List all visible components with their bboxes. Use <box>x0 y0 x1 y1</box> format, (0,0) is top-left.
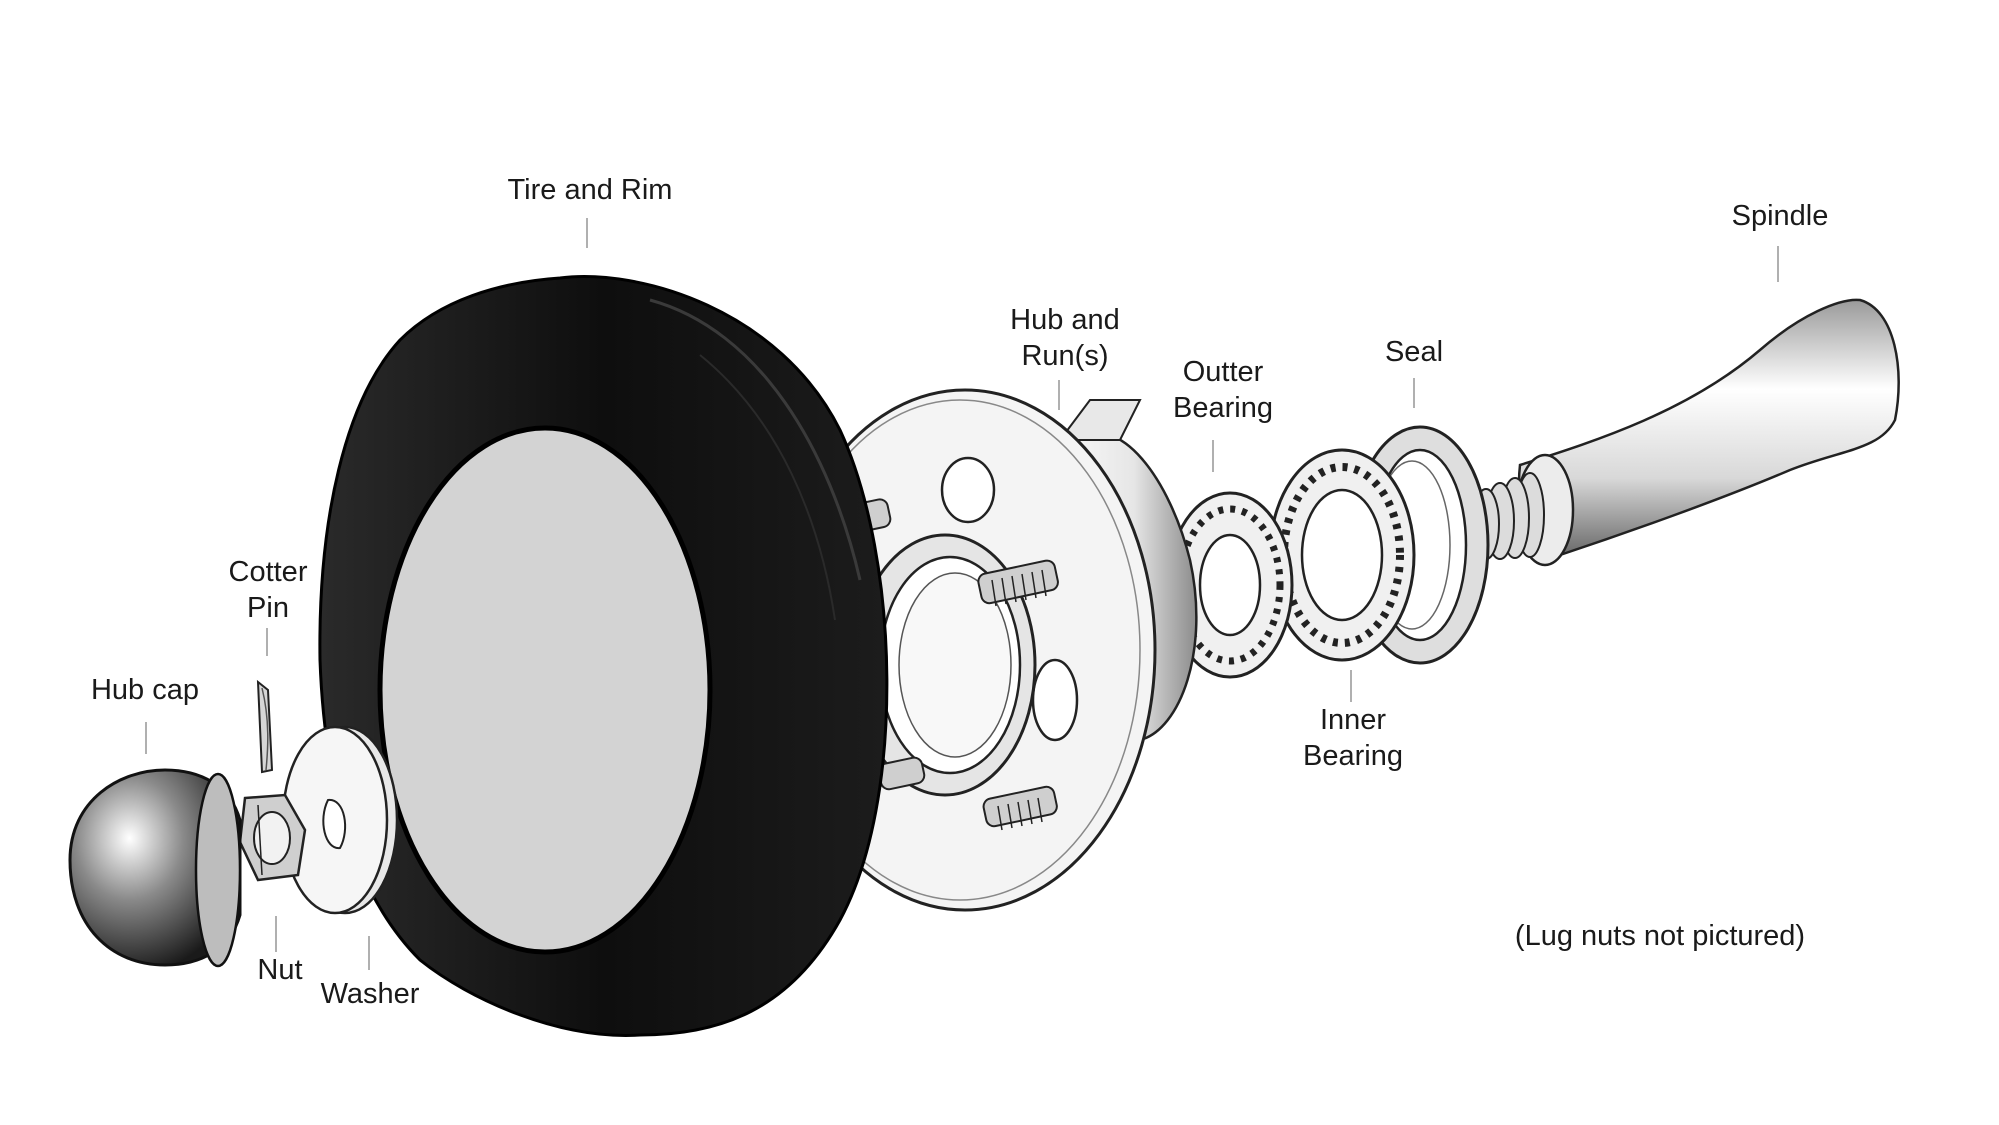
hub-cap-part <box>68 768 242 968</box>
outter-bearing-leader <box>1212 440 1214 472</box>
washer-part <box>281 725 399 915</box>
hub-cap-leader <box>145 722 147 754</box>
washer-leader <box>368 936 370 970</box>
spindle-label: Spindle <box>1731 200 1829 232</box>
hub-and-run-label: Hub and Run(s) <box>1010 304 1120 372</box>
tire-and-rim-part <box>318 275 889 1037</box>
inner-bearing-label: Inner Bearing <box>1303 704 1403 772</box>
spindle-part <box>1472 298 1900 567</box>
outter-bearing-part <box>1166 491 1294 679</box>
nut-part <box>238 793 307 882</box>
lug-nuts-note: (Lug nuts not pictured) <box>1514 920 1806 952</box>
spindle-leader <box>1777 246 1779 282</box>
nut-label: Nut <box>257 954 303 986</box>
nut-leader <box>275 916 277 952</box>
cotter-pin-label: Cotter Pin <box>228 556 308 624</box>
cotter-pin-part <box>256 679 274 774</box>
inner-bearing-leader <box>1350 670 1352 702</box>
seal-leader <box>1413 378 1415 408</box>
tire-and-rim-label: Tire and Rim <box>507 174 673 206</box>
washer-label: Washer <box>320 978 420 1010</box>
inner-bearing-part <box>1268 448 1416 662</box>
outter-bearing-label: Outter Bearing <box>1173 356 1273 424</box>
hub-and-run-leader <box>1058 380 1060 410</box>
tire-and-rim-leader <box>586 218 588 248</box>
cotter-pin-leader <box>266 628 268 656</box>
hub-cap-label: Hub cap <box>90 674 199 706</box>
seal-label: Seal <box>1384 336 1444 368</box>
